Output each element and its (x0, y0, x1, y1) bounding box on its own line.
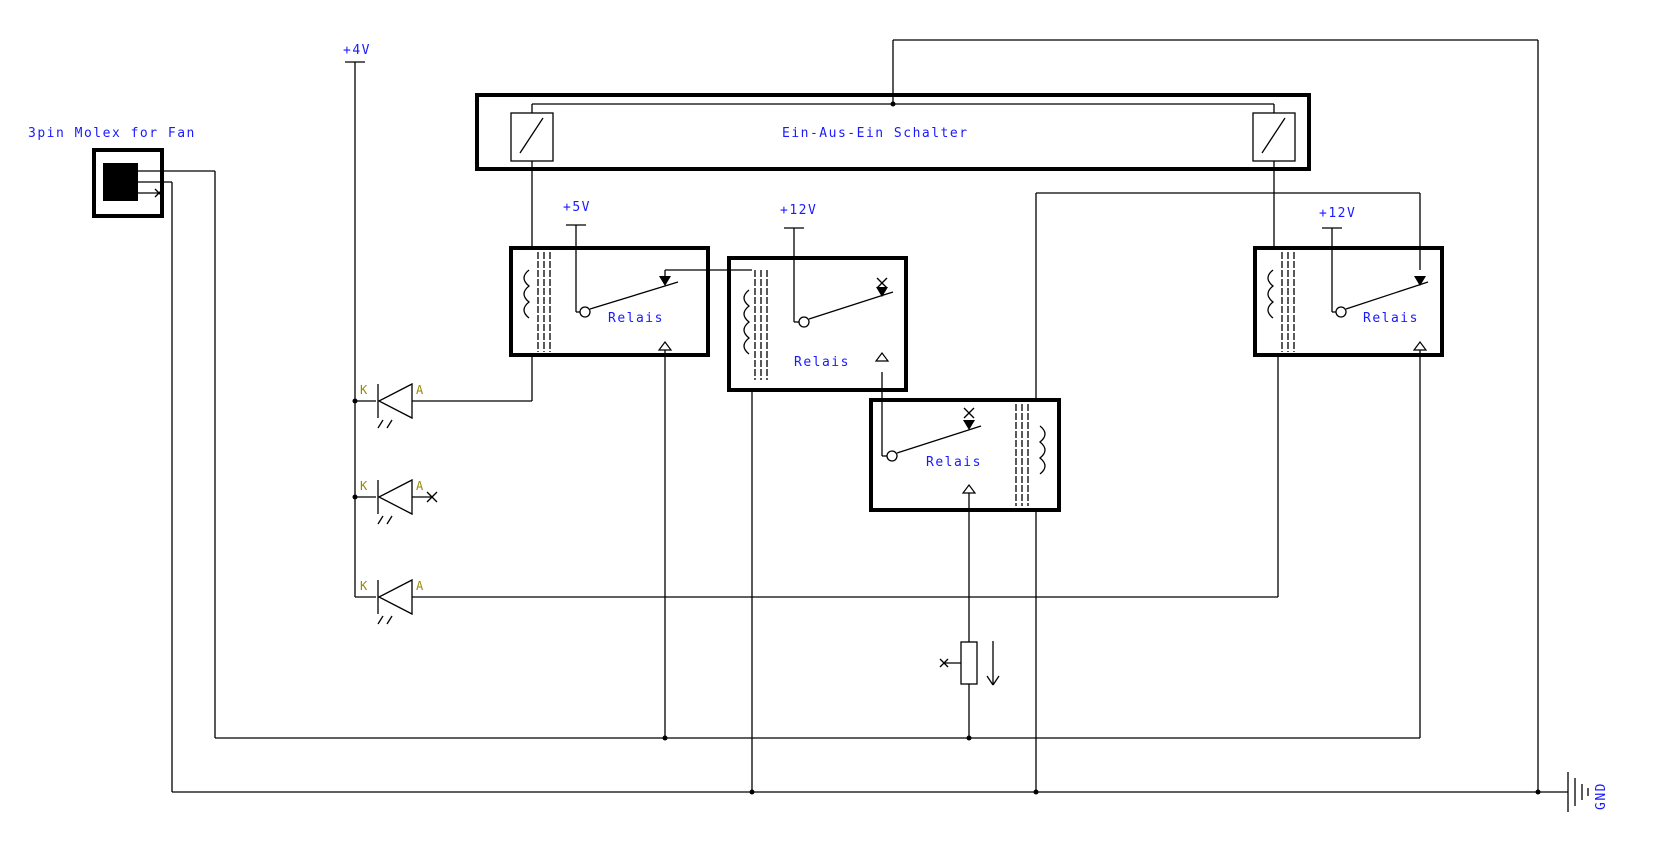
supply-4v-label: +4V (343, 43, 371, 58)
relay-4: +12V Relais (1253, 206, 1444, 357)
potentiometer (939, 493, 1000, 738)
led-1: K A (352, 382, 532, 429)
led-1-a-label: A (416, 383, 424, 397)
relay-1-supply-label: +5V (563, 200, 591, 215)
led-3-a-label: A (416, 579, 424, 593)
gnd-label: GND (1594, 782, 1609, 810)
wiring (171, 39, 1568, 795)
supply-4v: +4V (343, 43, 371, 597)
molex-connector: 3pin Molex for Fan (28, 126, 215, 218)
led-3: K A (355, 578, 1278, 625)
relay-2-supply-label: +12V (780, 203, 817, 218)
molex-label: 3pin Molex for Fan (28, 126, 196, 141)
relay-4-supply-label: +12V (1319, 206, 1356, 221)
relay-1: +5V Relais (509, 200, 710, 357)
led-1-k-label: K (360, 383, 368, 397)
relay-3-label: Relais (926, 455, 982, 470)
switch-label: Ein-Aus-Ein Schalter (782, 126, 969, 141)
led-2-k-label: K (360, 479, 368, 493)
led-3-k-label: K (360, 579, 368, 593)
relay-1-label: Relais (608, 311, 664, 326)
led-2: K A (352, 478, 438, 525)
relay-4-label: Relais (1363, 311, 1419, 326)
relay-2: +12V Relais (727, 203, 908, 392)
relay-3: Relais (869, 372, 1061, 512)
ground-symbol: GND (1567, 772, 1609, 812)
relay-2-label: Relais (794, 355, 850, 370)
switch-ein-aus-ein: Ein-Aus-Ein Schalter (475, 93, 1311, 171)
led-2-a-label: A (416, 479, 424, 493)
